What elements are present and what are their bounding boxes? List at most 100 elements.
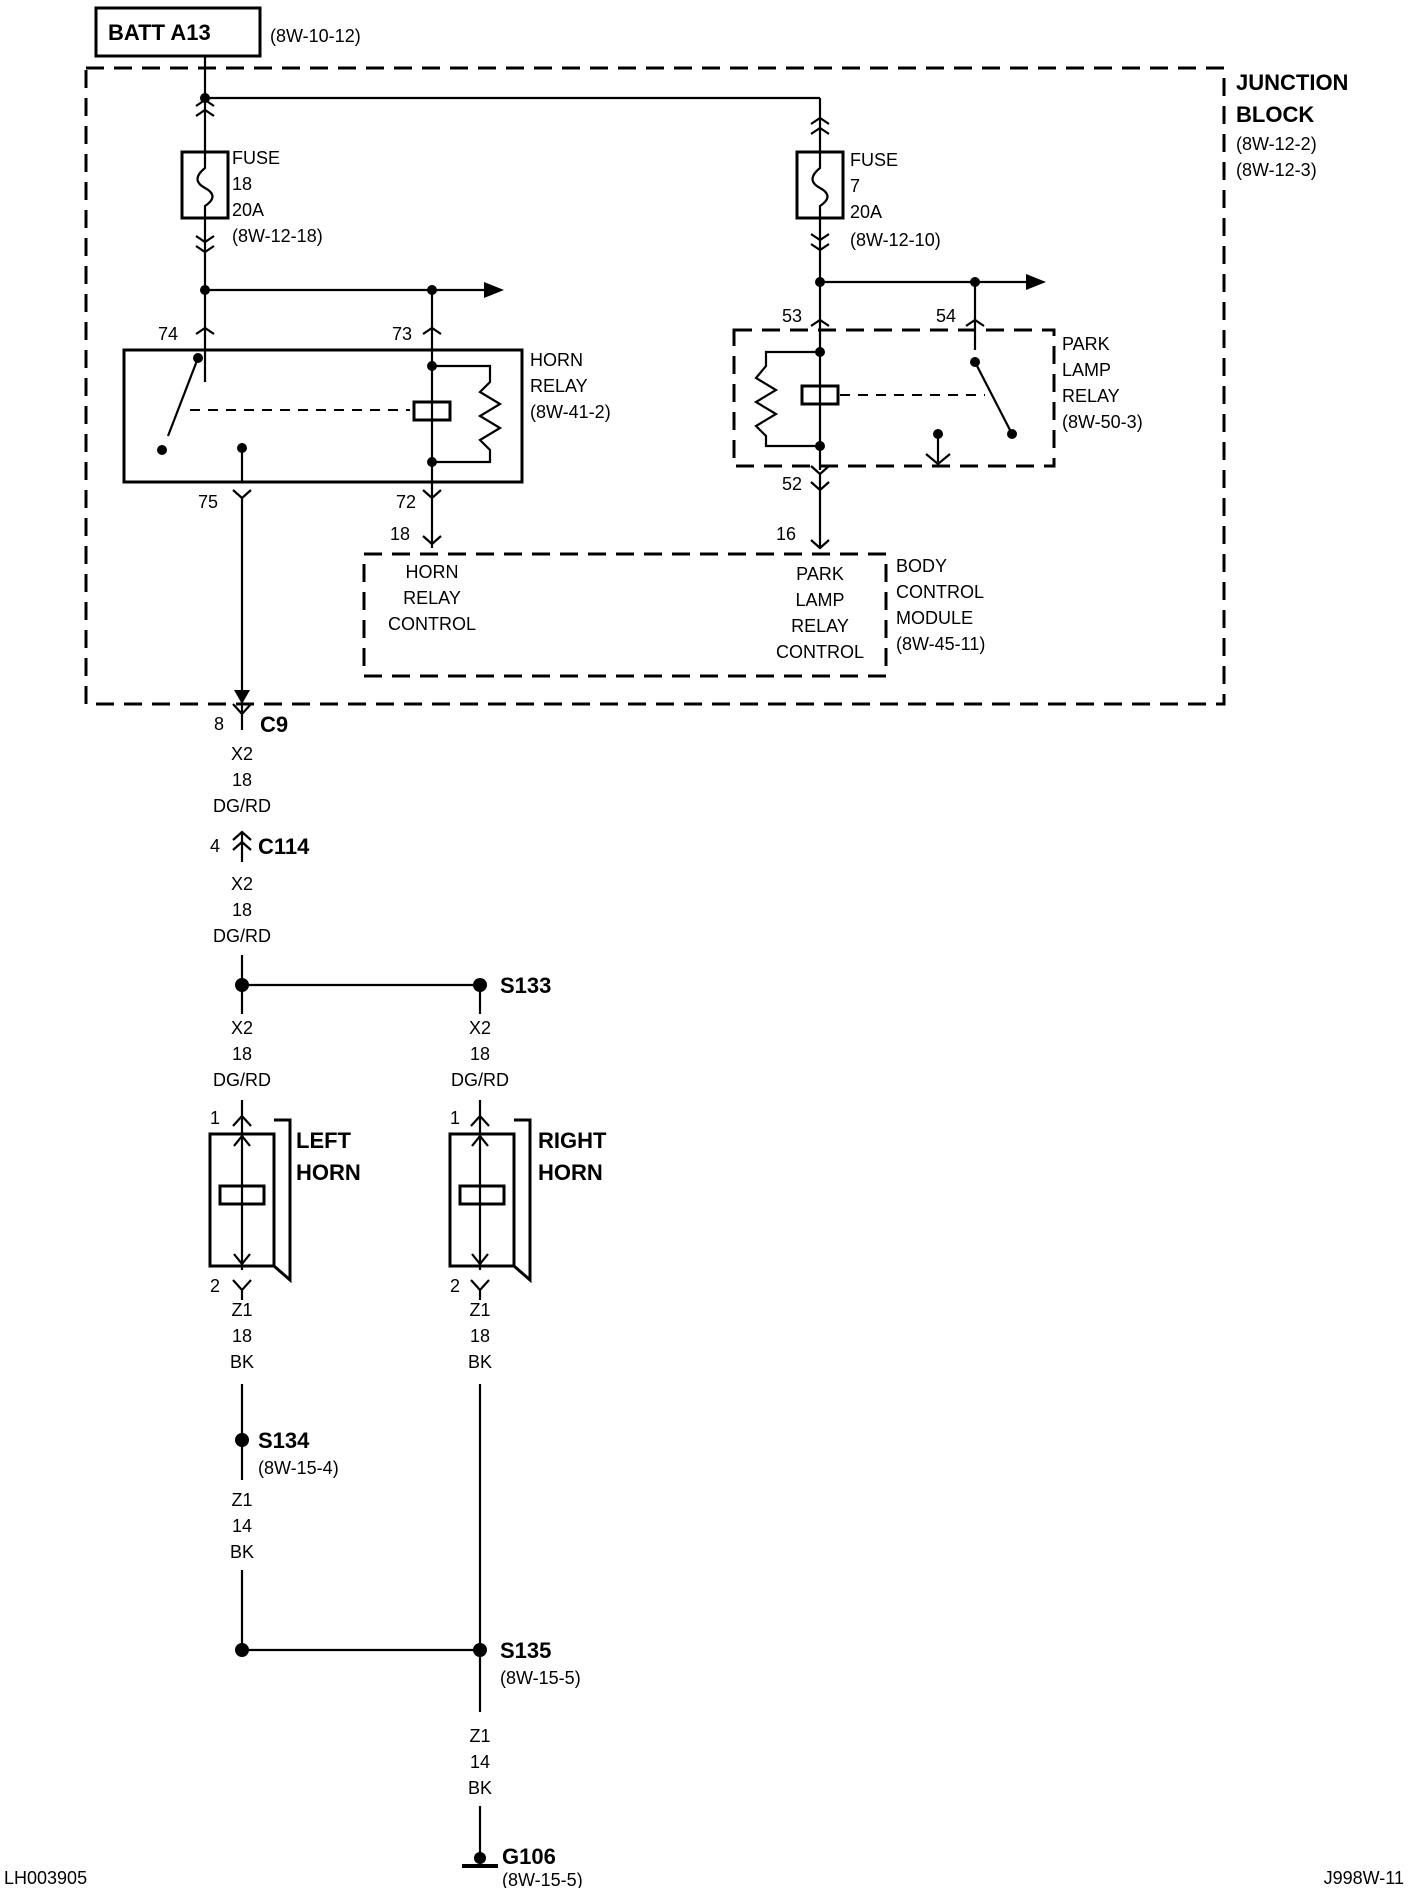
bcm-horn-ctrl-2: RELAY — [403, 588, 461, 608]
c9-label: C9 — [260, 712, 288, 737]
horn-relay-switch — [166, 357, 200, 437]
park-relay-l4: (8W-50-3) — [1062, 412, 1143, 432]
bcm-park-ctrl-1: PARK — [796, 564, 844, 584]
junction-block-ref1: (8W-12-2) — [1236, 134, 1317, 154]
c114-pin: 4 — [210, 836, 220, 856]
junction-block-outline — [84, 66, 1226, 706]
horn-relay-box — [122, 348, 524, 484]
bcm-park-ctrl-2: LAMP — [795, 590, 844, 610]
left-horn-body — [208, 1132, 276, 1268]
wire-z1-14-gauge-b: 14 — [470, 1752, 490, 1772]
batt-label: BATT A13 — [108, 20, 211, 45]
right-horn-pin2: 2 — [450, 1276, 460, 1296]
g106-label: G106 — [502, 1844, 556, 1869]
wire-z1-14-circuit-a: Z1 — [231, 1490, 252, 1510]
wire-x2-circuit-d: X2 — [469, 1018, 491, 1038]
fuse7-bus-arrow — [1026, 274, 1046, 290]
wire-z1-18-circuit-r: Z1 — [469, 1300, 490, 1320]
horn-relay-pin73: 73 — [392, 324, 412, 344]
horn-relay-resistor — [432, 364, 503, 464]
wire-z1-18-color-r: BK — [468, 1352, 492, 1372]
wire-x2-color-b: DG/RD — [213, 926, 271, 946]
bcm-horn-ctrl-1: HORN — [406, 562, 459, 582]
bcm-pin18: 18 — [390, 524, 410, 544]
fuse7-l3: 20A — [850, 202, 882, 222]
park-relay-resistor — [753, 350, 820, 448]
junction-block-line2: BLOCK — [1236, 102, 1314, 127]
wire-x2-circuit-a: X2 — [231, 744, 253, 764]
horn-relay-pin75: 75 — [198, 492, 218, 512]
fuse18-l2: 18 — [232, 174, 252, 194]
wire-z1-18-color-l: BK — [230, 1352, 254, 1372]
wire-x2-gauge-b: 18 — [232, 900, 252, 920]
left-horn-pin1: 1 — [210, 1108, 220, 1128]
s134-label: S134 — [258, 1428, 310, 1453]
footer-left: LH003905 — [4, 1868, 87, 1888]
right-horn-coil — [458, 1184, 506, 1206]
wire-x2-color-d: DG/RD — [451, 1070, 509, 1090]
left-horn-coil — [218, 1184, 266, 1206]
fuse7-l2: 7 — [850, 176, 860, 196]
junction-block-ref2: (8W-12-3) — [1236, 160, 1317, 180]
wire-z1-14-circuit-b: Z1 — [469, 1726, 490, 1746]
s133-label: S133 — [500, 973, 551, 998]
c9-pin: 8 — [214, 714, 224, 734]
c114-label: C114 — [258, 834, 310, 859]
park-relay-switch — [974, 361, 1011, 431]
bcm-l3: MODULE — [896, 608, 973, 628]
right-horn-body — [448, 1132, 516, 1268]
wire-x2-gauge-c: 18 — [232, 1044, 252, 1064]
park-relay-l3: RELAY — [1062, 386, 1120, 406]
fuse7-l4: (8W-12-10) — [850, 230, 941, 250]
horn-relay-l1: HORN — [530, 350, 583, 370]
s134-ref: (8W-15-4) — [258, 1458, 339, 1478]
bcm-l1: BODY — [896, 556, 947, 576]
right-horn-bell — [513, 1118, 532, 1284]
ground-dot — [474, 1852, 486, 1864]
fuse7-element — [811, 152, 829, 218]
park-relay-pin52: 52 — [782, 474, 802, 494]
right-horn-pin1: 1 — [450, 1108, 460, 1128]
bcm-l2: CONTROL — [896, 582, 984, 602]
bcm-park-ctrl-3: RELAY — [791, 616, 849, 636]
bcm-horn-ctrl-3: CONTROL — [388, 614, 476, 634]
wire-x2-gauge-d: 18 — [470, 1044, 490, 1064]
bcm-pin16: 16 — [776, 524, 796, 544]
horn-relay-l3: (8W-41-2) — [530, 402, 611, 422]
s135-ref: (8W-15-5) — [500, 1668, 581, 1688]
junction-block-line1: JUNCTION — [1236, 70, 1348, 95]
bcm-box — [362, 552, 888, 678]
s134-dot — [235, 1433, 249, 1447]
horn-relay-l2: RELAY — [530, 376, 588, 396]
wire-z1-18-gauge-r: 18 — [470, 1326, 490, 1346]
wire-x2-gauge-a: 18 — [232, 770, 252, 790]
park-relay-box — [732, 328, 1056, 468]
g106-ref: (8W-15-5) — [502, 1870, 583, 1888]
left-horn-l1: LEFT — [296, 1128, 352, 1153]
horn-relay-coil — [412, 400, 452, 422]
wire-z1-18-gauge-l: 18 — [232, 1326, 252, 1346]
bcm-park-ctrl-4: CONTROL — [776, 642, 864, 662]
wire-x2-color-a: DG/RD — [213, 796, 271, 816]
park-relay-l2: LAMP — [1062, 360, 1111, 380]
fuse18-element — [196, 152, 214, 218]
fuse7-l1: FUSE — [850, 150, 898, 170]
park-relay-coil — [800, 384, 840, 406]
fuse18-bus-arrow — [484, 282, 504, 298]
footer-right: J998W-11 — [1324, 1868, 1404, 1888]
wire-z1-14-gauge-a: 14 — [232, 1516, 252, 1536]
s135-label: S135 — [500, 1638, 551, 1663]
horn-relay-pin72: 72 — [396, 492, 416, 512]
park-relay-l1: PARK — [1062, 334, 1110, 354]
fuse18-l1: FUSE — [232, 148, 280, 168]
wire-z1-14-color-a: BK — [230, 1542, 254, 1562]
fuse18-bottom-connector — [195, 235, 215, 254]
wire-z1-14-color-b: BK — [468, 1778, 492, 1798]
right-horn-l1: RIGHT — [538, 1128, 607, 1153]
bcm-l4: (8W-45-11) — [896, 634, 985, 654]
fuse18-l3: 20A — [232, 200, 264, 220]
batt-ref: (8W-10-12) — [270, 26, 361, 46]
horn-relay-pin74: 74 — [158, 324, 178, 344]
wire-z1-18-circuit-l: Z1 — [231, 1300, 252, 1320]
